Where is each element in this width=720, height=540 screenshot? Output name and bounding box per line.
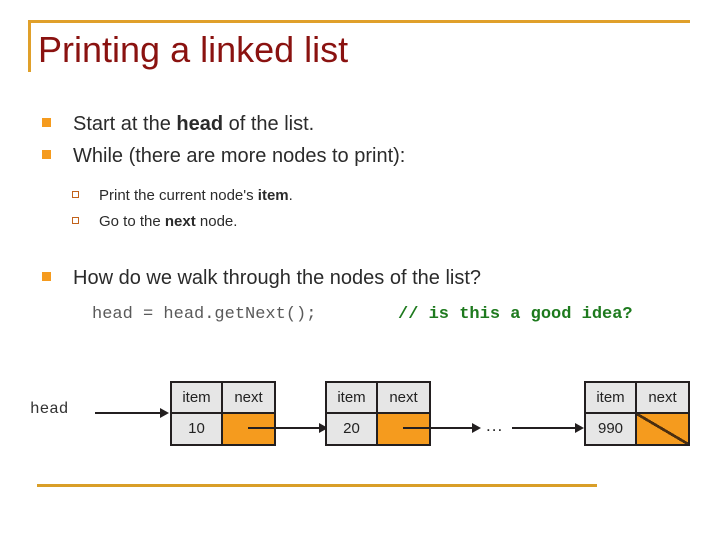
bullet-square-icon [42, 149, 51, 159]
node-value-row: 990 [586, 413, 688, 444]
sub-bullet-text: Go to the next node. [99, 212, 238, 230]
node-header-row: item next [327, 383, 429, 414]
node-item-value: 20 [327, 413, 378, 444]
node-header-row: item next [586, 383, 688, 414]
arrow-node1-to-node2 [248, 422, 328, 434]
sub-bullet-print-item: Print the current node's item. [72, 184, 293, 206]
arrow-node2-to-ellipsis [403, 422, 481, 434]
node-header-next: next [378, 383, 429, 414]
bullet-square-icon [42, 271, 51, 281]
footer-accent-rule [37, 484, 597, 487]
node-header-next: next [223, 383, 274, 414]
node-header-item: item [172, 383, 223, 414]
bullet-item-start-at-head: Start at the head of the list. [42, 110, 314, 137]
bullet-text: While (there are more nodes to print): [73, 144, 406, 167]
head-pointer-label: head [30, 400, 69, 418]
title-accent-rule-left [28, 20, 31, 72]
sub-bullet-go-to-next: Go to the next node. [72, 210, 237, 232]
bullet-text: Start at the head of the list. [73, 112, 315, 135]
sub-bullet-text: Print the current node's item. [99, 186, 293, 204]
list-node-2: item next 20 [325, 381, 431, 446]
bullet-item-how-do-we-walk: How do we walk through the nodes of the … [42, 264, 481, 291]
node-header-next: next [637, 383, 688, 414]
node-next-null-pointer [637, 413, 688, 444]
bullet-hollow-square-icon [72, 190, 79, 198]
page-title: Printing a linked list [38, 29, 349, 70]
linked-list-diagram: head item next 10 item next [0, 370, 720, 460]
arrow-head-to-node1 [95, 407, 169, 419]
code-comment: // is this a good idea? [398, 305, 633, 324]
node-item-value: 990 [586, 413, 637, 444]
arrow-ellipsis-to-node3 [512, 422, 584, 434]
bullet-text: How do we walk through the nodes of the … [73, 266, 482, 289]
bullet-hollow-square-icon [72, 216, 79, 224]
node-header-row: item next [172, 383, 274, 414]
node-value-row: 20 [327, 413, 429, 444]
node-item-value: 10 [172, 413, 223, 444]
title-accent-rule-top [28, 20, 690, 23]
ellipsis-label: ... [486, 416, 504, 435]
code-statement: head = head.getNext(); [92, 305, 317, 324]
bullet-square-icon [42, 117, 51, 127]
node-header-item: item [327, 383, 378, 414]
list-node-last: item next 990 [584, 381, 690, 446]
list-node-1: item next 10 [170, 381, 276, 446]
node-header-item: item [586, 383, 637, 414]
bullet-item-while-loop: While (there are more nodes to print): [42, 142, 405, 169]
